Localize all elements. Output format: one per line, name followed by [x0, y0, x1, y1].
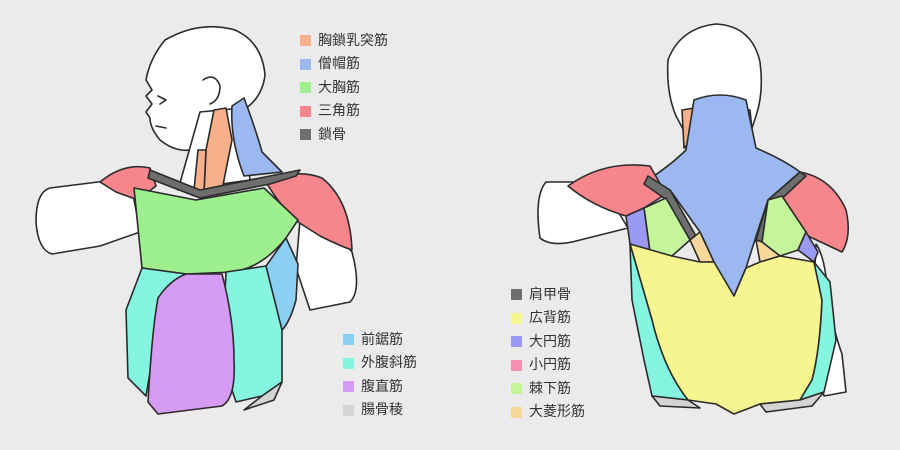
- back-oblique-left: [629, 243, 689, 401]
- legend-swatch: [511, 312, 522, 324]
- front-trapezius: [230, 97, 283, 177]
- legend-swatch: [511, 406, 522, 418]
- legend-swatch: [300, 58, 311, 70]
- front-upper-arm: [35, 177, 141, 255]
- legend-label: 肩甲骨: [529, 286, 571, 303]
- legend-item: 棘下筋: [511, 377, 585, 401]
- legend-item: 鎖骨: [300, 123, 388, 147]
- front-ear: [202, 76, 221, 105]
- legend-swatch: [511, 289, 522, 301]
- legend-swatch: [343, 381, 354, 393]
- legend-label: 三角筋: [318, 103, 360, 120]
- front-clavicle: [147, 169, 301, 199]
- legend-label: 大胸筋: [318, 79, 360, 96]
- back-teres-major-right: [797, 231, 819, 263]
- legend-item: 僧帽筋: [300, 53, 388, 77]
- back-iliac-right: [759, 391, 825, 413]
- legend-swatch: [343, 334, 354, 346]
- legend-label: 鎖骨: [318, 126, 346, 143]
- legend-label: 広背筋: [529, 310, 571, 327]
- legend-swatch: [300, 129, 311, 141]
- legend-item: 大菱形筋: [511, 401, 585, 425]
- back-figure: [537, 23, 850, 415]
- legend-label: 外腹斜筋: [361, 355, 417, 372]
- legend-label: 腹直筋: [361, 378, 403, 395]
- legend-item: 大胸筋: [300, 76, 388, 100]
- legend-swatch: [343, 404, 354, 416]
- legend-label: 胸鎖乳突筋: [318, 32, 388, 49]
- front-rectus: [147, 273, 236, 415]
- back-oblique-right: [799, 261, 837, 401]
- legend-back: 肩甲骨広背筋大円筋小円筋棘下筋大菱形筋: [511, 283, 585, 424]
- legend-label: 僧帽筋: [318, 56, 360, 73]
- legend-swatch: [300, 105, 311, 117]
- front-eye: [157, 95, 167, 105]
- legend-swatch: [511, 336, 522, 348]
- legend-swatch: [300, 82, 311, 94]
- legend-item: 腹直筋: [343, 375, 417, 399]
- legend-swatch: [511, 359, 522, 371]
- front-iliac: [243, 381, 283, 411]
- legend-item: 胸鎖乳突筋: [300, 29, 388, 53]
- legend-item: 広背筋: [511, 307, 585, 331]
- legend-item: 腸骨稜: [343, 399, 417, 423]
- legend-swatch: [300, 35, 311, 47]
- legend-item: 前鋸筋: [343, 328, 417, 352]
- front-figure: [35, 25, 358, 415]
- legend-item: 大円筋: [511, 330, 585, 354]
- legend-swatch: [511, 383, 522, 395]
- legend-label: 小円筋: [529, 357, 571, 374]
- legend-label: 大菱形筋: [529, 404, 585, 421]
- legend-label: 前鋸筋: [361, 331, 403, 348]
- legend-front-upper: 胸鎖乳突筋僧帽筋大胸筋三角筋鎖骨: [300, 29, 388, 147]
- legend-item: 肩甲骨: [511, 283, 585, 307]
- legend-label: 腸骨稜: [361, 402, 403, 419]
- legend-item: 三角筋: [300, 100, 388, 124]
- front-mouth: [155, 125, 167, 129]
- legend-label: 棘下筋: [529, 380, 571, 397]
- back-deltoid-right: [779, 171, 850, 253]
- legend-front-lower: 前鋸筋外腹斜筋腹直筋腸骨稜: [343, 328, 417, 422]
- back-iliac-left: [651, 395, 701, 409]
- legend-swatch: [343, 357, 354, 369]
- legend-item: 外腹斜筋: [343, 352, 417, 376]
- legend-item: 小円筋: [511, 354, 585, 378]
- legend-label: 大円筋: [529, 333, 571, 350]
